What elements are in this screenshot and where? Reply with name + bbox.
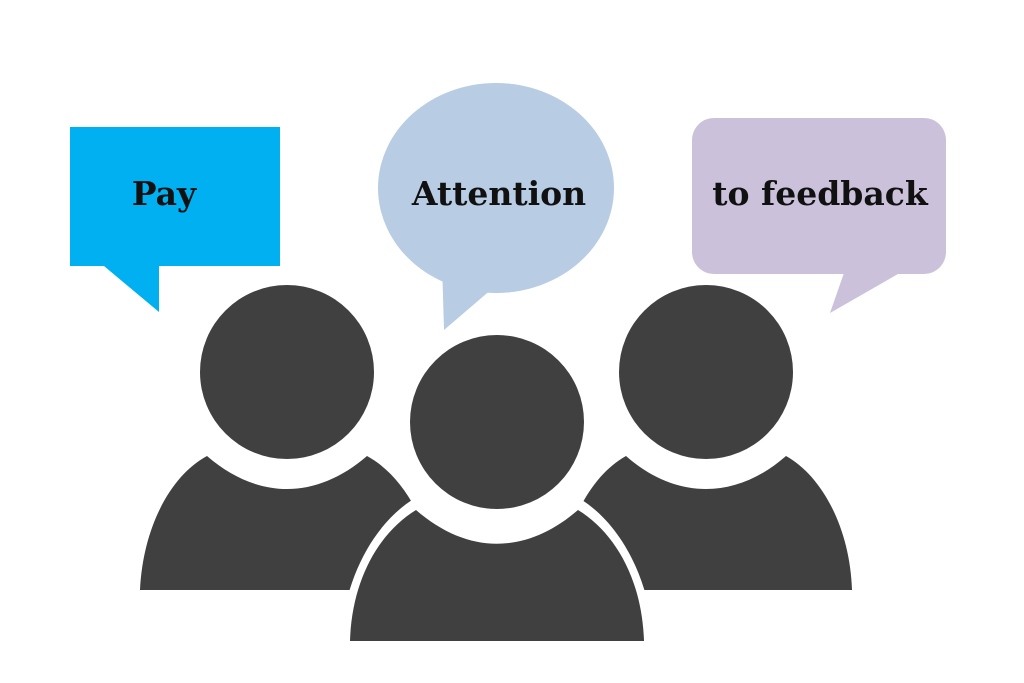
- person-middle-icon: [340, 325, 654, 650]
- speech-bubble-right-tail: [830, 270, 905, 313]
- speech-bubble-right-label: to feedback: [712, 174, 929, 213]
- people-group-icon: [140, 285, 852, 650]
- speech-bubble-left-shape: [70, 127, 280, 312]
- speech-bubble-middle-shape: [378, 83, 614, 293]
- person-right-icon: [560, 285, 852, 590]
- speech-bubble-middle-label: Attention: [411, 174, 586, 213]
- speech-bubble-left: Pay: [70, 127, 280, 312]
- speech-bubble-middle: Attention: [378, 83, 614, 330]
- person-left-body: [140, 456, 436, 590]
- person-left-head: [200, 285, 374, 459]
- speech-bubble-left-label: Pay: [132, 174, 197, 213]
- person-middle-head: [410, 335, 584, 509]
- person-right-head: [619, 285, 793, 459]
- person-right-body: [560, 456, 852, 590]
- speech-bubble-right: to feedback: [692, 118, 946, 313]
- speech-bubble-right-shape: [692, 118, 946, 274]
- person-middle-body: [350, 510, 644, 641]
- person-left-icon: [140, 285, 436, 590]
